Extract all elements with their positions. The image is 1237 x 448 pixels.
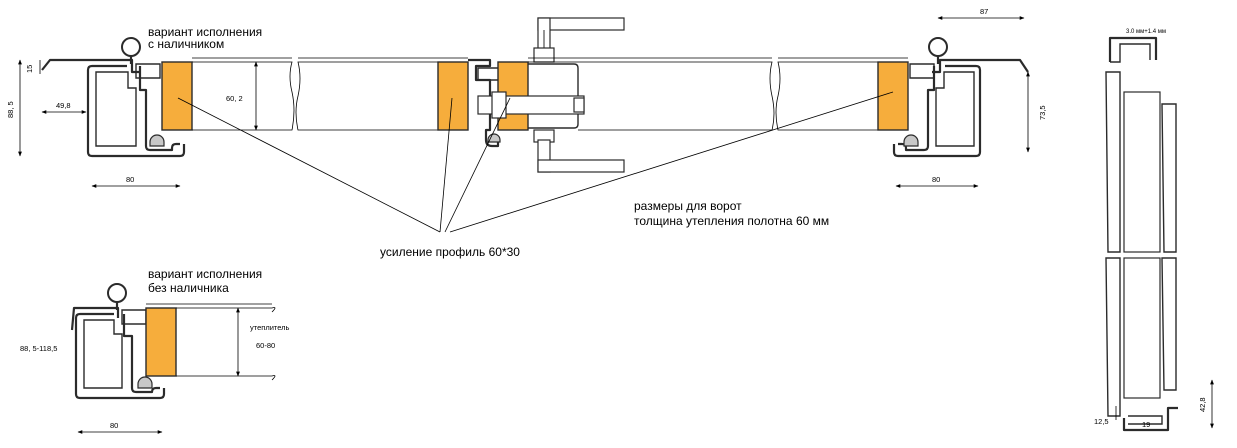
dim-label-80-right: 80	[932, 175, 940, 184]
door-panel-left-b	[295, 61, 439, 131]
label-insulation-2: 60-80	[256, 341, 275, 350]
left-hinge-icon	[121, 37, 141, 57]
lock-cylinder	[491, 91, 507, 119]
label-gate-dims-1: размеры для ворот	[634, 199, 742, 213]
center-seal-icon	[487, 133, 501, 143]
side-bottom-profile	[1122, 406, 1178, 432]
bottom-trim-stub	[70, 306, 120, 331]
dim-label-80-bottom: 80	[110, 421, 118, 430]
dim-label-88-5: 88, 5	[6, 101, 15, 118]
side-bottom-inner	[1128, 415, 1163, 425]
side-right-leaf-bottom	[1161, 257, 1177, 391]
dim-label-15: 15	[25, 65, 34, 73]
right-frame-inner	[935, 71, 975, 147]
side-core-bottom	[1123, 257, 1161, 399]
right-reinforcement	[877, 61, 909, 131]
dim-label-88-range: 88, 5-118,5	[20, 344, 57, 353]
side-right-leaf-top	[1161, 103, 1177, 253]
side-top-inner	[1110, 43, 1151, 63]
label-insulation-1: утеплитель	[250, 323, 290, 332]
handle-top-icon	[533, 17, 625, 63]
dim-label-73-5: 73,5	[1038, 105, 1047, 120]
bottom-frame-lip	[121, 309, 147, 325]
assembly-with-trim	[18, 16, 1030, 233]
right-seal-icon	[903, 134, 919, 147]
bottom-hinge-icon	[107, 283, 127, 303]
label-gate-dims-2: толщина утепления полотна 60 мм	[634, 214, 829, 228]
side-core-top	[1123, 91, 1161, 253]
dim-label-thickness: 3.0 мм+1.4 мм	[1126, 29, 1166, 35]
door-panel-right-b	[775, 61, 879, 131]
dim-label-80-left: 80	[126, 175, 134, 184]
right-hinge-icon	[928, 37, 948, 57]
assembly-without-trim	[70, 283, 276, 434]
dim-label-87: 87	[980, 7, 988, 16]
label-variant-with-trim-2: с наличником	[148, 37, 224, 51]
bottom-panel-top	[176, 307, 276, 313]
door-panel-left-a	[192, 61, 295, 131]
right-trim-flange	[932, 58, 1029, 74]
side-section	[1105, 36, 1214, 432]
center-left-reinforcement	[437, 61, 469, 131]
bottom-frame-inner	[83, 319, 123, 389]
dim-label-12-5: 12,5	[1094, 417, 1109, 426]
label-variant-without-trim-1: вариант исполнения	[148, 267, 262, 281]
door-panel-right-a	[528, 61, 775, 131]
left-frame-lip	[135, 63, 161, 79]
left-seal-icon	[149, 134, 165, 147]
dim-label-19: 19	[1142, 420, 1150, 429]
bottom-panel-bottom	[176, 375, 276, 381]
dim-label-49-8: 49,8	[56, 101, 71, 110]
label-reinforcement: усиление профиль 60*30	[380, 245, 520, 259]
label-variant-without-trim-2: без наличника	[148, 281, 229, 295]
bottom-frame-profile	[74, 312, 166, 400]
side-left-leaf-top	[1105, 71, 1121, 253]
center-astragal	[468, 58, 500, 148]
right-frame-lip	[909, 63, 935, 79]
side-left-leaf-bottom	[1105, 257, 1121, 417]
bottom-seal-icon	[137, 376, 153, 389]
bottom-reinforcement	[145, 307, 177, 377]
lock-strike	[573, 97, 585, 113]
left-frame-inner	[95, 71, 137, 147]
left-frame-profile	[86, 64, 186, 158]
handle-bottom-icon	[533, 129, 625, 173]
side-top-profile	[1108, 36, 1158, 62]
dim-label-42-8: 42,8	[1198, 397, 1207, 412]
dim-label-60-2: 60, 2	[226, 94, 243, 103]
label-variant-with-trim-1: вариант исполнения	[148, 25, 262, 39]
reinforcement-leaders	[177, 91, 894, 233]
left-reinforcement	[161, 61, 193, 131]
center-astragal-inner	[477, 67, 501, 81]
